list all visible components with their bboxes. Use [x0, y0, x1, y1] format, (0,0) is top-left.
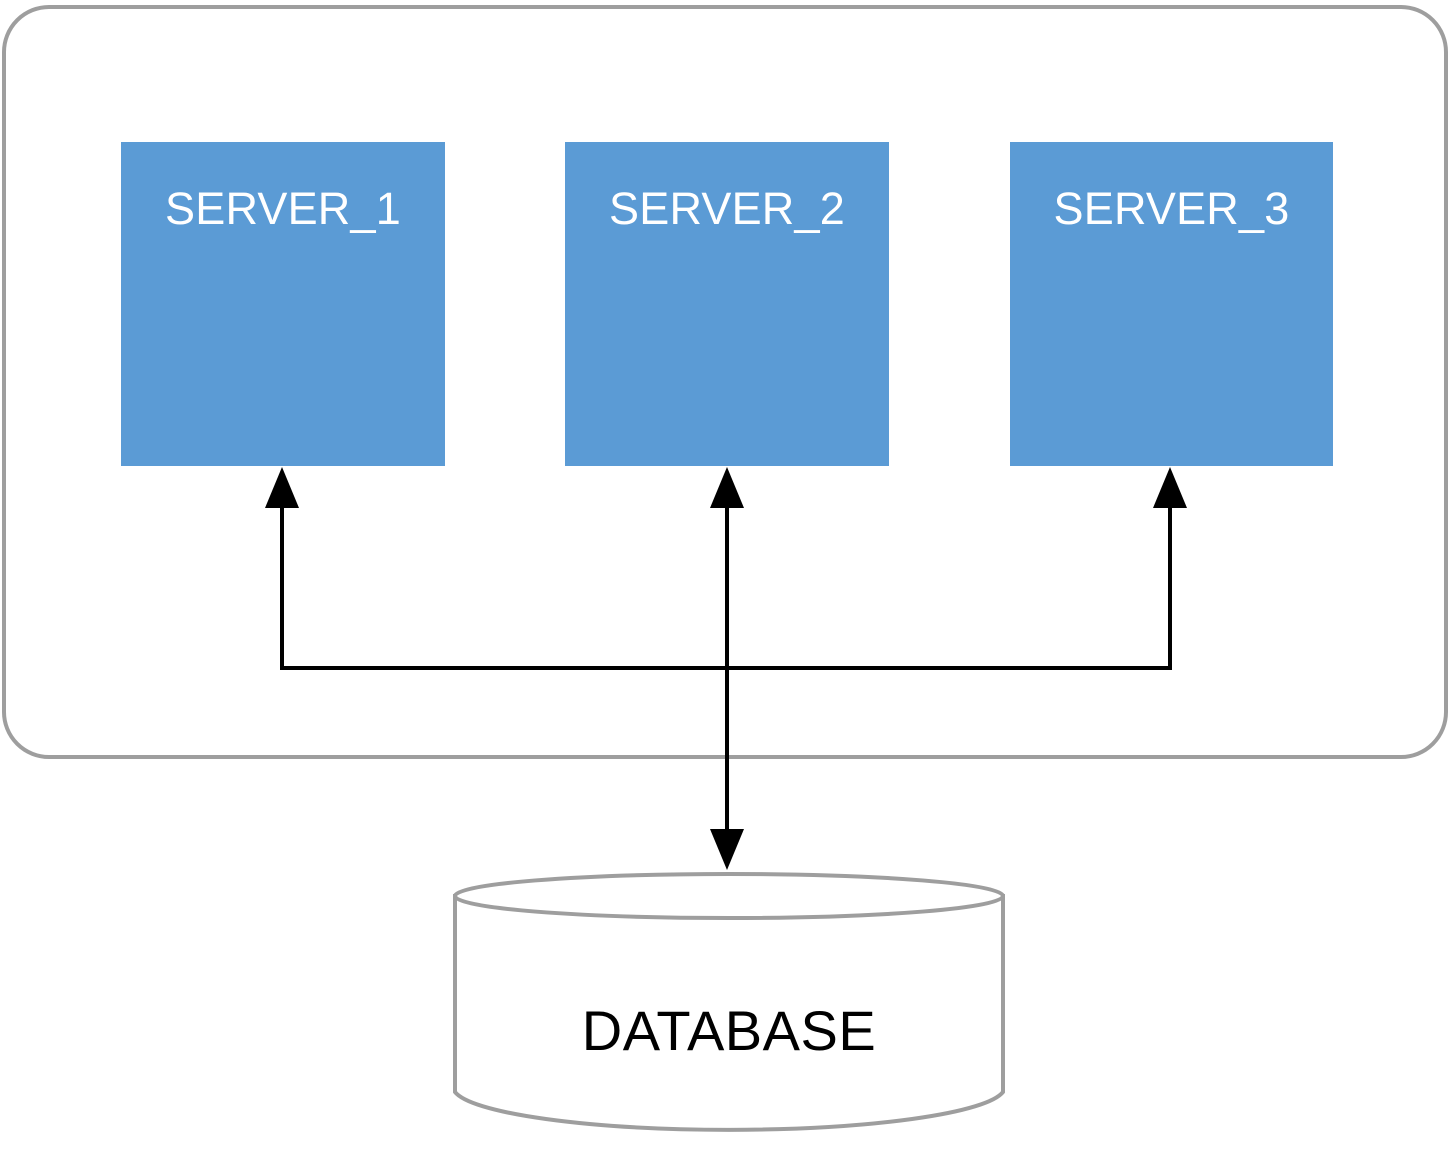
database-cylinder-top [453, 872, 1005, 920]
arrowhead-up-server3 [1153, 467, 1187, 508]
database-cylinder[interactable] [453, 872, 1005, 1132]
arrowhead-up-server2 [710, 467, 744, 508]
server-box-server_3[interactable] [1010, 142, 1333, 466]
database-cylinder-body [453, 894, 1005, 1132]
server-box-server_2[interactable] [565, 142, 889, 466]
server-box-server_1[interactable] [121, 142, 445, 466]
arrowhead-up-server1 [265, 467, 299, 508]
arrowhead-down-database [710, 829, 744, 870]
